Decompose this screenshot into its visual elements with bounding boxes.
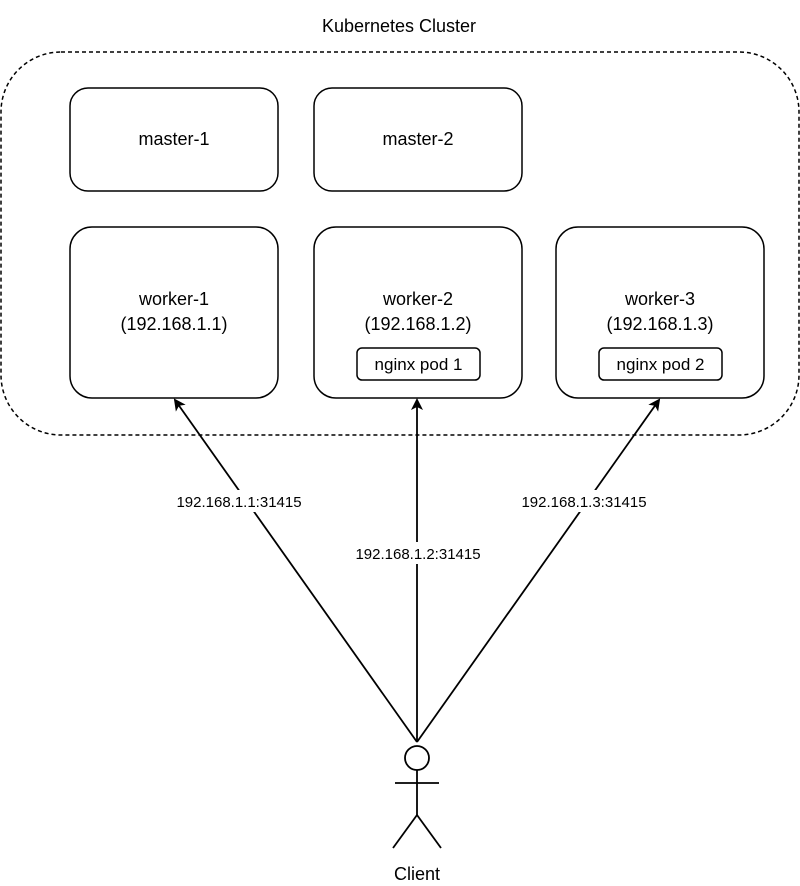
worker-node-1-label: worker-1 — [138, 289, 209, 309]
cluster-title: Kubernetes Cluster — [322, 16, 476, 36]
nginx-pod-2[interactable]: nginx pod 2 — [598, 347, 723, 381]
worker-node-2-ip: (192.168.1.2) — [364, 314, 471, 334]
client-label: Client — [394, 864, 440, 884]
master-node-2-label: master-2 — [382, 129, 453, 149]
connection-label-3: 192.168.1.3:31415 — [521, 494, 646, 511]
nginx-pod-1-label: nginx pod 1 — [375, 355, 463, 374]
nginx-pod-2-label: nginx pod 2 — [617, 355, 705, 374]
connection-label-1: 192.168.1.1:31415 — [176, 494, 301, 511]
master-node-1-label: master-1 — [138, 129, 209, 149]
connection-arrow-3 — [416, 398, 661, 743]
worker-node-2-label: worker-2 — [382, 289, 453, 309]
client-person-icon[interactable] — [392, 745, 442, 849]
worker-node-1[interactable]: worker-1 (192.168.1.1) — [69, 226, 279, 399]
cluster-boundary — [0, 51, 800, 436]
worker-node-3-ip: (192.168.1.3) — [606, 314, 713, 334]
master-node-2[interactable]: master-2 — [313, 87, 523, 192]
connection-label-2: 192.168.1.2:31415 — [355, 546, 480, 563]
connection-arrow-1 — [173, 398, 418, 743]
worker-node-2[interactable]: worker-2 (192.168.1.2) nginx pod 1 — [313, 226, 523, 399]
master-node-1[interactable]: master-1 — [69, 87, 279, 192]
worker-node-1-ip: (192.168.1.1) — [120, 314, 227, 334]
nginx-pod-1[interactable]: nginx pod 1 — [356, 347, 481, 381]
worker-node-3[interactable]: worker-3 (192.168.1.3) nginx pod 2 — [555, 226, 765, 399]
worker-node-3-label: worker-3 — [624, 289, 695, 309]
